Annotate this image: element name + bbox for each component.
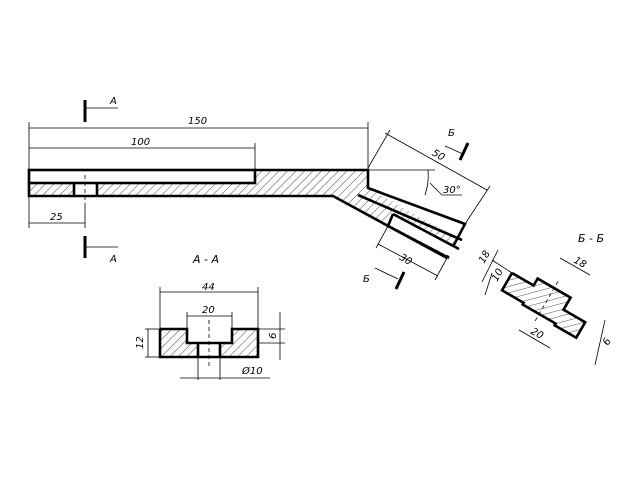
dim-slot-length: 30 [397, 252, 414, 268]
dim-height: 12 [135, 336, 146, 349]
section-bb: Б - Б 18 10 18 20 6 [477, 232, 614, 366]
section-aa: А - А 44 20 12 6 Ø10 [135, 253, 285, 380]
dim-arm-length: 50 [430, 148, 447, 164]
dim-bottom-width: 20 [529, 326, 546, 342]
section-mark-b-bottom: Б [363, 274, 370, 285]
top-plate [27, 168, 257, 185]
dim-pocket-width: 20 [202, 305, 215, 316]
dim-inner-height: 10 [490, 267, 506, 284]
section-mark-b-top: Б [448, 128, 455, 139]
dim-hole-offset: 25 [50, 212, 63, 223]
dim-hole-diameter: Ø10 [241, 365, 263, 377]
dim-width: 44 [202, 282, 215, 293]
section-mark-a-top: А [109, 96, 117, 107]
dim-thickness: 6 [601, 336, 614, 347]
section-mark-a-bottom: А [109, 254, 117, 265]
dim-outer-height: 18 [477, 249, 493, 266]
dim-top-width: 18 [572, 255, 589, 271]
main-view: 150 100 25 50 30° 30 А А Б Б [27, 96, 491, 290]
section-aa-title: А - А [192, 253, 219, 266]
section-bb-title: Б - Б [578, 232, 604, 245]
dim-plate-length: 100 [131, 137, 150, 148]
dim-angle: 30° [443, 185, 461, 196]
dim-total-length: 150 [188, 116, 207, 127]
dim-pocket-depth: 6 [268, 333, 279, 339]
